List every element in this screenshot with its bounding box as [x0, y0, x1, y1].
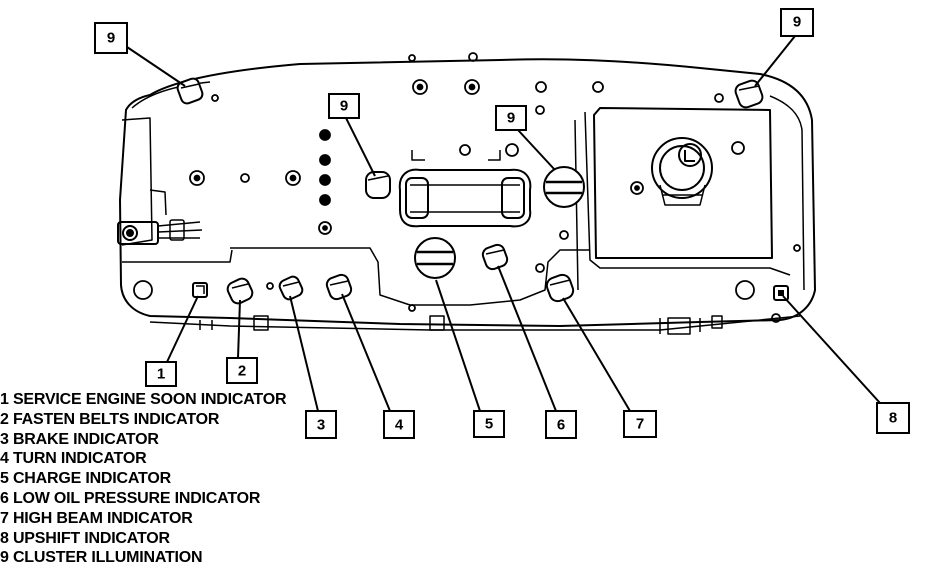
callout-box-9d	[780, 8, 814, 37]
legend-item: 8 UPSHIFT INDICATOR	[0, 529, 170, 547]
bulb-brake	[278, 275, 304, 301]
legend-item: 7 HIGH BEAM INDICATOR	[0, 509, 193, 527]
leader-line-7	[562, 297, 631, 412]
callout-box-7	[623, 410, 657, 438]
right-panel	[593, 107, 773, 259]
callout-label-7: 7	[636, 416, 644, 433]
callout-label-8: 8	[889, 410, 897, 427]
gauge-plate	[230, 247, 590, 306]
bulb-fasten-belts	[226, 277, 254, 305]
mounting-screws	[133, 52, 801, 323]
callout-box-9a	[94, 22, 128, 54]
callout-label-9b: 9	[340, 98, 348, 115]
leader-line-6	[497, 265, 557, 412]
callout-box-4	[383, 410, 415, 439]
bulb-service-engine	[192, 282, 208, 298]
callout-label-4: 4	[395, 417, 404, 434]
callout-label-1: 1	[157, 366, 165, 383]
legend-item: 3 BRAKE INDICATOR	[0, 430, 159, 448]
leader-line-5	[435, 279, 481, 412]
leader-line-1	[166, 295, 199, 363]
callout-box-5	[473, 410, 505, 438]
leader-line-9d	[754, 35, 796, 87]
bulb-turn	[325, 273, 353, 301]
bulb-cluster-illumination	[176, 77, 764, 208]
callout-box-2	[226, 357, 258, 384]
legend-item: 5 CHARGE INDICATOR	[0, 470, 171, 488]
legend-item: 2 FASTEN BELTS INDICATOR	[0, 410, 220, 428]
leader-line-4	[341, 293, 391, 412]
left-connector	[117, 219, 203, 245]
callout-label-9a: 9	[107, 30, 115, 47]
legend-item: 1 SERVICE ENGINE SOON INDICATOR	[0, 391, 287, 408]
bulb-charge	[414, 237, 456, 279]
legend: 1 SERVICE ENGINE SOON INDICATOR 2 FASTEN…	[0, 390, 287, 568]
center-socket	[651, 137, 713, 206]
legend-item: 4 TURN INDICATOR	[0, 450, 147, 468]
leader-line-8	[782, 295, 881, 404]
bulb-high-beam	[545, 273, 575, 303]
leader-line-9b	[344, 115, 376, 177]
callout-box-6	[545, 410, 577, 439]
callout-box-3	[305, 410, 337, 439]
callout-label-6: 6	[557, 417, 565, 434]
legend-item: 9 CLUSTER ILLUMINATION	[0, 549, 203, 567]
callout-label-9c: 9	[507, 110, 515, 127]
callout-box-9c	[495, 105, 527, 131]
callout-box-8	[876, 402, 910, 434]
callout-label-3: 3	[317, 417, 325, 434]
legend-item: 6 LOW OIL PRESSURE INDICATOR	[0, 489, 261, 507]
center-mechanism	[398, 150, 532, 228]
leader-line-9a	[126, 46, 186, 87]
leader-line-2	[237, 299, 241, 359]
callout-box-1	[145, 361, 177, 387]
left-bracket	[121, 117, 153, 246]
leader-line-3	[289, 295, 319, 412]
callout-label-2: 2	[238, 363, 246, 380]
leader-line-9c	[517, 129, 556, 171]
callout-box-9b	[328, 93, 360, 119]
callout-label-5: 5	[485, 416, 493, 433]
callout-label-9d: 9	[793, 14, 801, 31]
bulb-low-oil-pressure	[481, 243, 509, 271]
cluster-housing	[119, 58, 816, 327]
